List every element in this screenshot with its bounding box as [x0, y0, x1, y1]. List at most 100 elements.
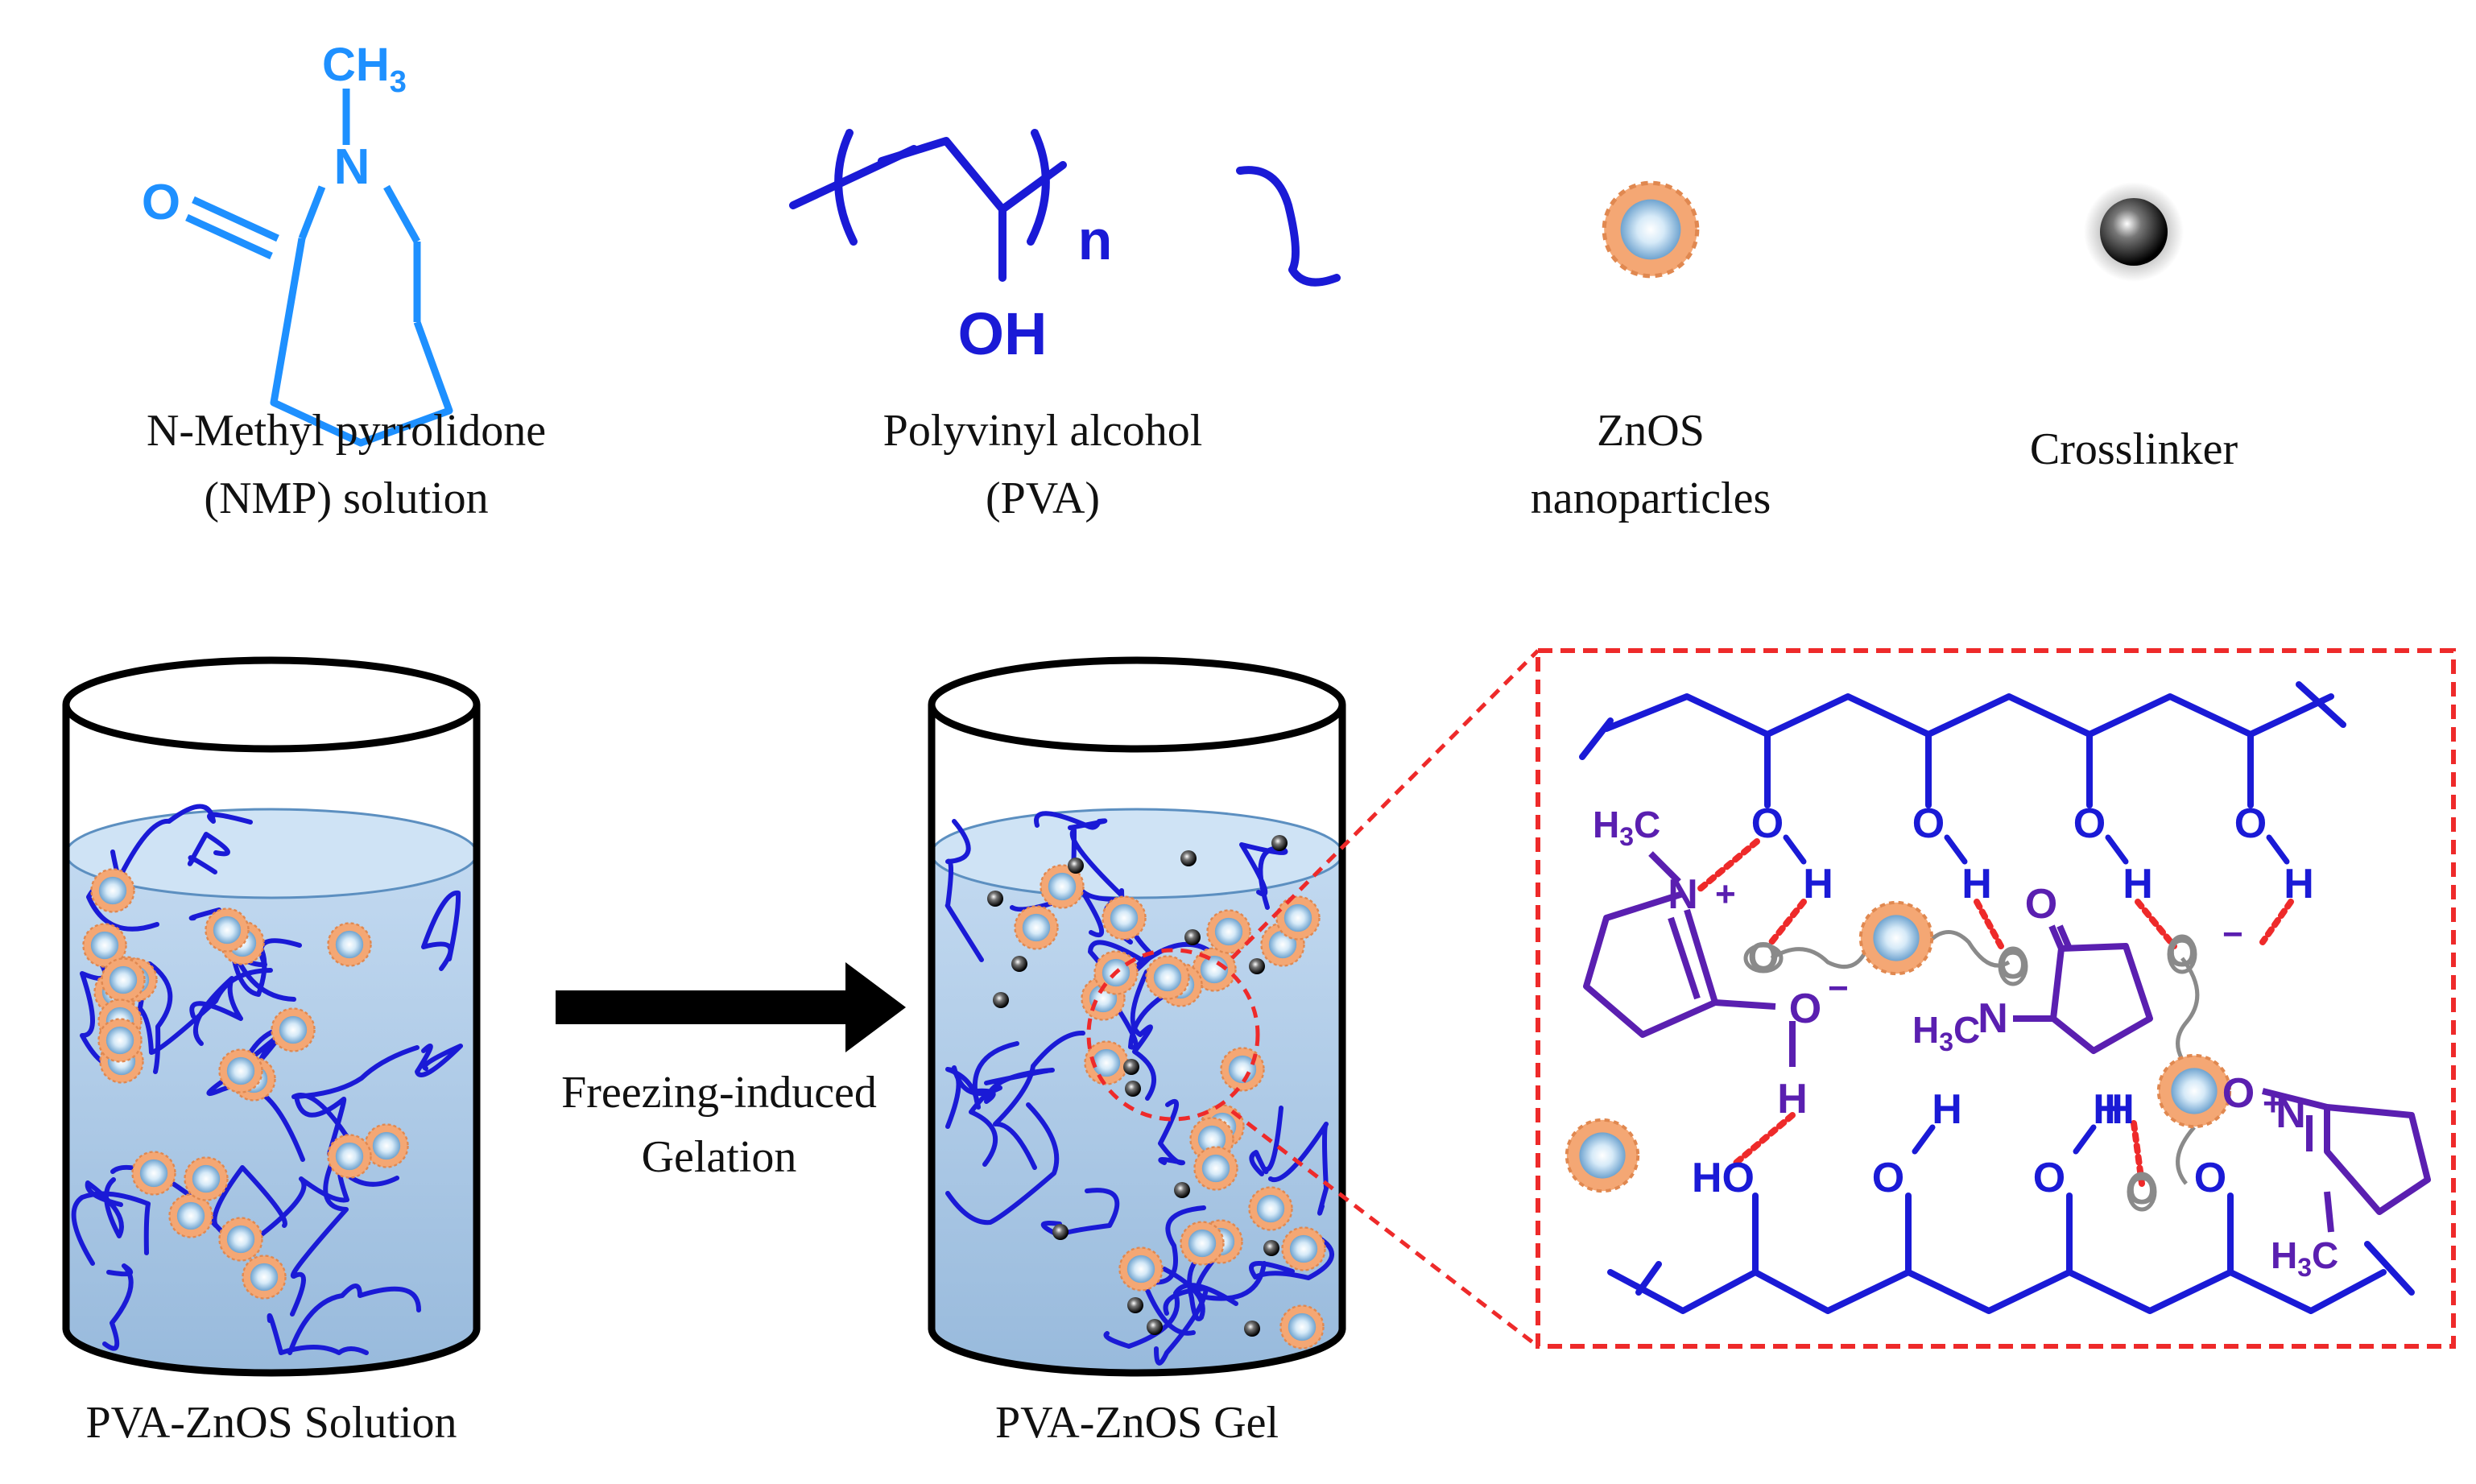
gel-crosslink-nodes [987, 835, 1288, 1337]
pva-chain-strand [187, 832, 230, 874]
pva-chain-strand [1040, 1188, 1120, 1238]
svg-text:O: O [1751, 800, 1784, 847]
svg-text:O: O [2025, 881, 2057, 928]
nanoparticle [1275, 895, 1321, 940]
svg-text:O: O [1872, 1155, 1904, 1201]
zoom-crosslinker-chains [1743, 930, 2200, 1212]
pva-chain-strand [102, 1263, 134, 1351]
crosslink-node [1174, 1182, 1190, 1198]
crosslink-node [1011, 956, 1027, 972]
svg-text:H: H [1961, 861, 1992, 907]
nanoparticle [242, 1255, 287, 1300]
nanoparticle [218, 1048, 263, 1093]
process-arrow [556, 962, 906, 1052]
nanoparticle [271, 1007, 316, 1052]
crosslink-node [1147, 1319, 1163, 1335]
nanoparticle [364, 1123, 409, 1168]
svg-text:O: O [1998, 942, 2029, 987]
svg-text:O: O [2167, 930, 2198, 975]
pva-chain-strand [1154, 1286, 1209, 1366]
nanoparticle [1206, 909, 1251, 954]
svg-text:HO: HO [1692, 1155, 1755, 1201]
zoom-oh-bonds [1783, 834, 2290, 1155]
pva-chain-strand [291, 1045, 420, 1144]
svg-text:N: N [1668, 871, 1698, 918]
svg-text:H: H [2104, 1086, 2135, 1133]
nanoparticle [1118, 1246, 1164, 1292]
svg-text:H: H [2123, 861, 2153, 907]
crosslink-node [1184, 929, 1201, 945]
zoom-pva-chains [1579, 681, 2415, 1314]
zoom-charge-labels: + − − + [1715, 874, 2284, 1123]
crosslink-node [1249, 958, 1265, 974]
zno-nanoparticle-icon [1604, 183, 1697, 276]
pva-chain-strand [267, 1313, 369, 1355]
crosslink-node [1271, 835, 1288, 851]
nanoparticle [1193, 1146, 1238, 1191]
crosslink-node [1125, 1081, 1141, 1097]
zoom-box [1536, 648, 2456, 1349]
crosslink-node [1244, 1321, 1260, 1337]
svg-text:H: H [2284, 861, 2314, 907]
pva-chain-strand [229, 928, 296, 1002]
nanoparticle [327, 1134, 372, 1179]
nanoparticle [184, 1156, 229, 1201]
nmp-caption-line1: N-Methyl pyrrolidone [147, 406, 546, 456]
svg-text:+: + [1715, 874, 1736, 914]
crosslink-node [1052, 1224, 1069, 1240]
nanoparticle [1102, 895, 1147, 940]
svg-text:O: O [1912, 800, 1945, 847]
crosslink-node [1127, 1297, 1143, 1313]
nanoparticle [218, 1217, 263, 1262]
gel-label: PVA-ZnOS Gel [995, 1398, 1279, 1448]
solution-label: PVA-ZnOS Solution [85, 1398, 457, 1448]
nanoparticle [101, 957, 146, 1002]
pva-chain-strand [952, 1065, 1002, 1167]
pva-chain-strand [209, 1165, 287, 1242]
zoom-nmp-rings [1583, 851, 2431, 1233]
svg-text:H3C: H3C [1593, 804, 1660, 851]
gel-beaker [928, 656, 1346, 1377]
svg-text:O: O [2234, 800, 2267, 847]
zoom-circle [1086, 948, 1260, 1122]
nanoparticle [97, 1018, 143, 1063]
svg-text:O: O [2222, 1070, 2255, 1117]
pva-chain-strand [945, 1041, 1019, 1129]
nmp-caption-line2: (NMP) solution [204, 473, 488, 523]
nanoparticle [90, 868, 135, 913]
svg-text:−: − [1828, 969, 1849, 1008]
zoom-connector-lines [1230, 649, 1540, 1348]
pva-chain-strand [85, 1177, 124, 1238]
pva-chain-strand [114, 804, 253, 886]
svg-text:O: O [2073, 800, 2106, 847]
nanoparticle [1279, 1304, 1325, 1350]
pva-chain-strand [189, 976, 243, 1046]
svg-text:O: O [1748, 934, 1779, 979]
nmp-methyl-label: CH3 [322, 39, 407, 99]
svg-text:O: O [1789, 986, 1821, 1032]
nanoparticle [1248, 1186, 1293, 1231]
svg-text:H3C: H3C [1912, 1009, 1980, 1056]
svg-text:−: − [2222, 915, 2243, 954]
zno-caption-line2: nanoparticles [1531, 473, 1771, 523]
svg-text:N: N [2276, 1090, 2306, 1137]
nanoparticle [131, 1151, 176, 1196]
nanoparticle [1014, 905, 1059, 950]
crosslinker-caption: Crosslinker [2030, 424, 2238, 474]
pva-chain-strand [1103, 1283, 1238, 1349]
crosslink-node [1123, 1059, 1139, 1075]
svg-text:N: N [1978, 995, 2008, 1042]
zoom-hydrogen-bonds [1696, 838, 2294, 1187]
pva-chain-strand [1239, 842, 1288, 910]
nanoparticle [327, 922, 372, 967]
crosslink-node [1180, 850, 1197, 866]
svg-text:O: O [2127, 1168, 2158, 1213]
pva-chain-strand [993, 1030, 1085, 1170]
zoom-atom-labels: O O O O H H H H HO O O O H H H O H N O N… [1668, 800, 2314, 1201]
pva-chain-strand [1158, 1098, 1185, 1166]
pva-structure-icon [789, 129, 1341, 287]
pva-n-label: n [1078, 209, 1113, 271]
pva-chain-strand [1249, 1106, 1283, 1176]
pva-oh-label: OH [958, 300, 1048, 367]
nmp-o-label: O [142, 175, 180, 230]
